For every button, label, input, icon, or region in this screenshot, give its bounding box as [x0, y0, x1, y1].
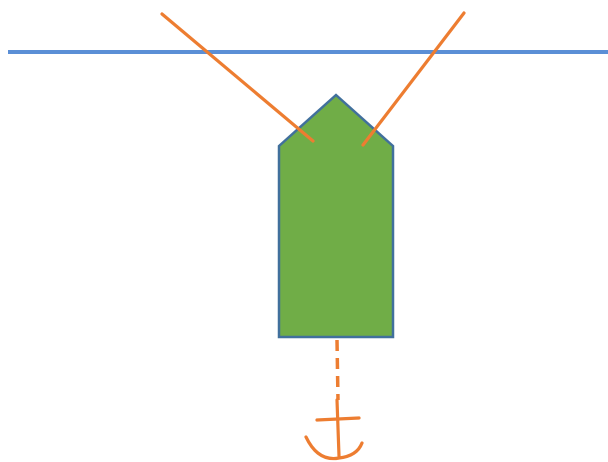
right-rope — [361, 11, 466, 147]
boat-hull — [277, 93, 395, 339]
anchor-chain — [335, 339, 340, 401]
anchor-icon — [304, 398, 364, 461]
left-rope — [160, 12, 315, 143]
